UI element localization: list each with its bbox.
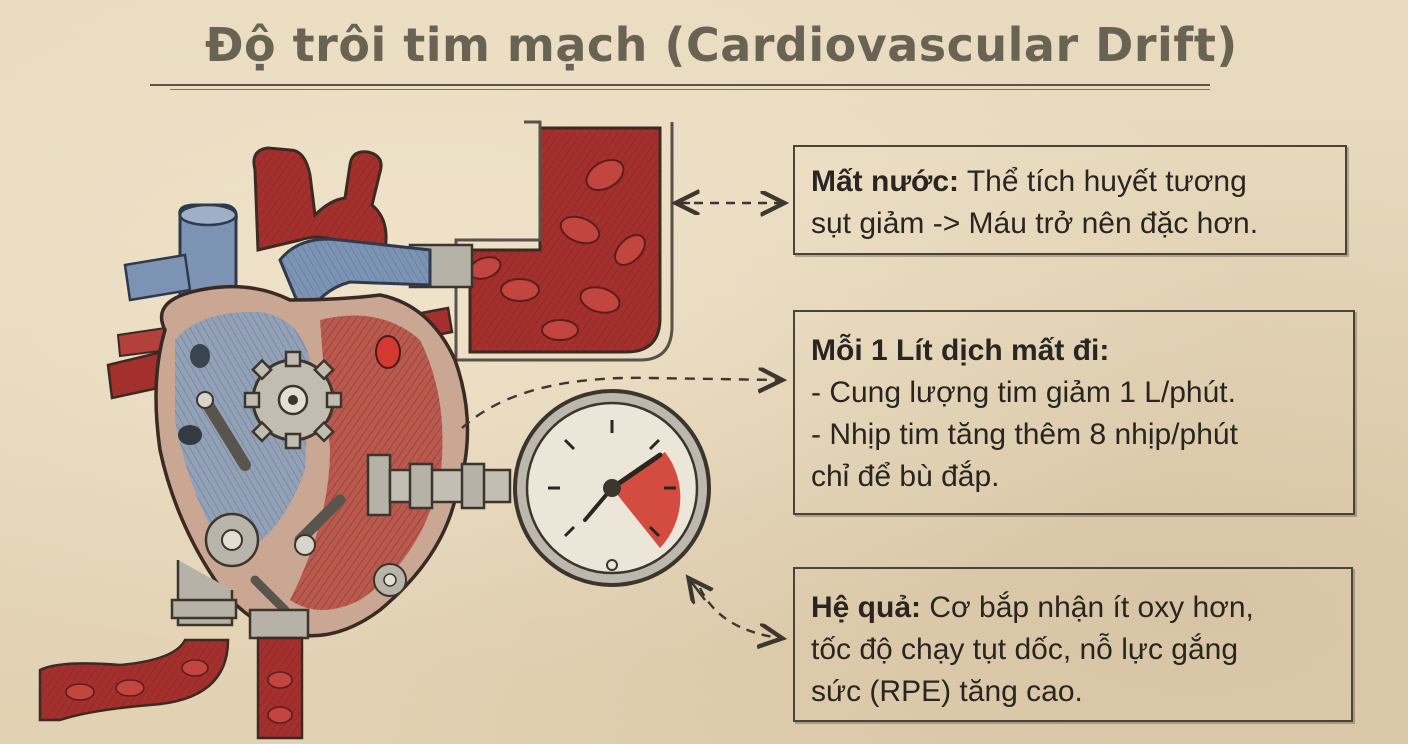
fluid-loss-heading: Mỗi 1 Lít dịch mất đi: bbox=[811, 334, 1110, 367]
gear-icon-small bbox=[204, 512, 407, 597]
fluid-loss-text-line2: - Nhịp tim tăng thêm 8 nhịp/phút bbox=[811, 418, 1238, 451]
consequence-text-line1: Cơ bắp nhận ít oxy hơn, bbox=[921, 591, 1254, 624]
fluid-loss-text-line1: - Cung lượng tim giảm 1 L/phút. bbox=[811, 376, 1236, 409]
dehydration-text-line1: Thể tích huyết tương bbox=[959, 165, 1247, 198]
gear-icon bbox=[243, 350, 343, 450]
consequence-heading: Hệ quả: bbox=[811, 591, 922, 624]
title-underline bbox=[150, 84, 1210, 86]
lower-blood-vessel bbox=[38, 636, 304, 740]
consequence-text-line2: tốc độ chạy tụt dốc, nỗ lực gắng bbox=[811, 633, 1239, 666]
blood-vessel-illustration bbox=[454, 120, 674, 362]
fluid-loss-info-box: Mỗi 1 Lít dịch mất đi: - Cung lượng tim … bbox=[793, 310, 1355, 515]
fluid-loss-text-line3: chỉ để bù đắp. bbox=[811, 460, 1000, 493]
gauge-connector bbox=[366, 453, 512, 517]
heart-illustration bbox=[106, 146, 470, 640]
arrow-heart-to-fluid-loss bbox=[461, 378, 780, 429]
pressure-gauge-icon bbox=[513, 389, 711, 587]
title-underline-secondary bbox=[170, 89, 1210, 90]
dehydration-heading: Mất nước: bbox=[811, 165, 960, 198]
consequence-text-line3: sức (RPE) tăng cao. bbox=[811, 675, 1083, 708]
arrow-gauge-to-consequence bbox=[698, 587, 780, 638]
consequence-info-box: Hệ quả: Cơ bắp nhận ít oxy hơn, tốc độ c… bbox=[793, 567, 1353, 722]
page-title: Độ trôi tim mạch (Cardiovascular Drift) bbox=[205, 18, 1238, 72]
dehydration-text-line2: sụt giảm -> Máu trở nên đặc hơn. bbox=[811, 207, 1259, 240]
dehydration-info-box: Mất nước: Thể tích huyết tương sụt giảm … bbox=[793, 145, 1347, 255]
